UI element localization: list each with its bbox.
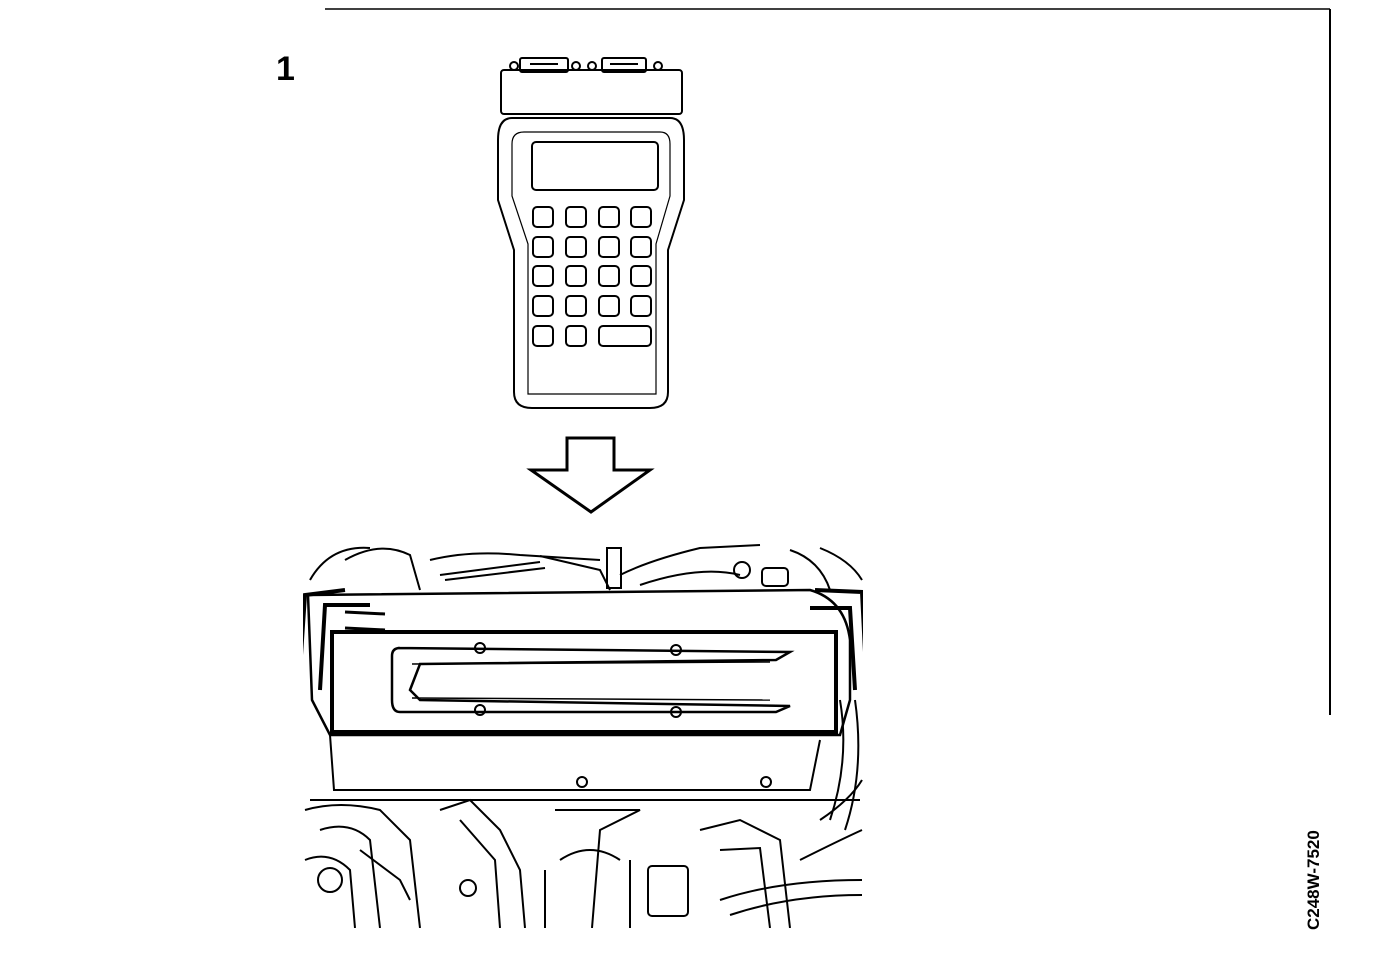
figure-code: C248W-7520 — [1304, 830, 1323, 930]
step-number: 1 — [276, 50, 295, 88]
